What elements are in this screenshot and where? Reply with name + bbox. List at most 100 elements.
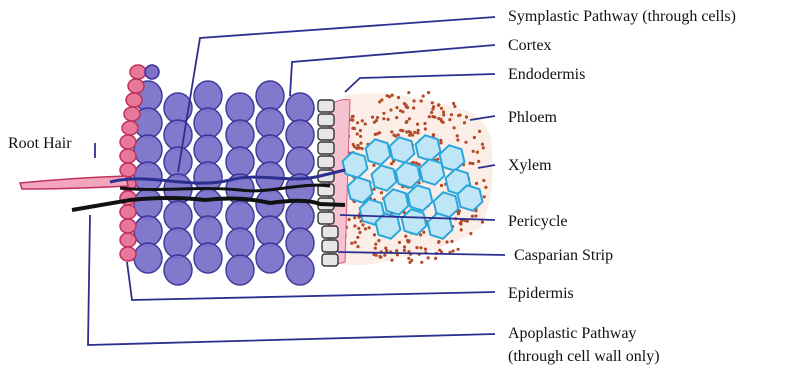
phloem-dot: [482, 179, 485, 182]
phloem-dot: [405, 105, 408, 108]
phloem-dot: [401, 110, 404, 113]
phloem-dot: [411, 134, 414, 137]
phloem-dot: [364, 227, 367, 230]
phloem-dot: [450, 113, 453, 116]
phloem-dot: [405, 121, 408, 124]
phloem-dot: [431, 108, 434, 111]
cortex-cell: [194, 108, 222, 138]
phloem-dot: [457, 248, 460, 251]
phloem-dot: [407, 130, 410, 133]
cortex-cell: [256, 108, 284, 138]
phloem-dot: [357, 227, 360, 230]
phloem-dot: [471, 162, 474, 165]
phloem-dot: [436, 158, 439, 161]
label-apoplastic-pathway: Apoplastic Pathway: [508, 325, 636, 342]
phloem-dot: [440, 107, 443, 110]
phloem-dot: [474, 214, 477, 217]
phloem-dot: [442, 113, 445, 116]
cortex-cell: [164, 120, 192, 150]
cortex-cell: [256, 135, 284, 165]
phloem-dot: [353, 127, 356, 130]
phloem-dot: [379, 256, 382, 259]
phloem-dot: [380, 98, 383, 101]
phloem-dot: [478, 130, 481, 133]
phloem-dot: [472, 150, 475, 153]
phloem-dot: [420, 261, 423, 264]
phloem-dot: [415, 162, 418, 165]
endodermis-cell: [318, 212, 334, 224]
cortex-cell: [286, 201, 314, 231]
label-endodermis: Endodermis: [508, 66, 585, 83]
phloem-dot: [371, 116, 374, 119]
phloem-dot: [372, 188, 375, 191]
phloem-dot: [408, 134, 411, 137]
endodermis-cell: [322, 226, 338, 238]
cortex-cell: [256, 216, 284, 246]
phloem-dot: [375, 119, 378, 122]
endodermis-cell: [322, 254, 338, 266]
phloem-dot: [376, 116, 379, 119]
cortex-cell: [286, 147, 314, 177]
phloem-dot: [368, 226, 371, 229]
cortex-cell: [256, 81, 284, 111]
phloem-dot: [404, 235, 407, 238]
epidermis-cell: [120, 205, 136, 219]
phloem-dot: [428, 115, 431, 118]
phloem-dot: [456, 138, 459, 141]
phloem-dot: [442, 110, 445, 113]
cortex-cell: [134, 189, 162, 219]
endodermis-cell: [318, 128, 334, 140]
phloem-dot: [408, 117, 411, 120]
phloem-dot: [471, 215, 474, 218]
epidermis-cell: [120, 219, 136, 233]
phloem-dot: [351, 115, 354, 118]
epidermis-cell: [124, 107, 140, 121]
label-root-hair: Root Hair: [8, 135, 72, 152]
cortex-cell: [164, 147, 192, 177]
phloem-dot: [383, 254, 386, 257]
phloem-dot: [416, 123, 419, 126]
phloem-dot: [424, 127, 427, 130]
phloem-dot: [427, 91, 430, 94]
phloem-dot: [423, 122, 426, 125]
cortex-cell: [134, 216, 162, 246]
phloem-dot: [473, 136, 476, 139]
phloem-dot: [420, 99, 423, 102]
phloem-dot: [356, 121, 359, 124]
endodermis-cell: [318, 114, 334, 126]
phloem-dot: [403, 102, 406, 105]
phloem-dot: [431, 101, 434, 104]
phloem-dot: [356, 236, 359, 239]
phloem-dot: [415, 246, 418, 249]
endodermis-cell: [322, 240, 338, 252]
cortex-cell: [194, 81, 222, 111]
cortex-cell: [194, 189, 222, 219]
phloem-dot: [419, 246, 422, 249]
cortex-cell: [226, 201, 254, 231]
cortex-cell: [134, 162, 162, 192]
phloem-dot: [353, 216, 356, 219]
phloem-dot: [361, 223, 364, 226]
cortex-cell: [226, 93, 254, 123]
label-apoplastic-subtitle: (through cell wall only): [508, 348, 660, 365]
phloem-dot: [481, 143, 484, 146]
leader-endodermis: [345, 74, 495, 92]
cortex-cell: [286, 93, 314, 123]
phloem-dot: [460, 228, 463, 231]
phloem-dot: [465, 115, 468, 118]
phloem-dot: [395, 116, 398, 119]
cortex-cell: [226, 228, 254, 258]
phloem-dot: [356, 144, 359, 147]
phloem-dot: [359, 129, 362, 132]
epidermis-cell: [122, 121, 138, 135]
cortex-cell: [226, 147, 254, 177]
cortex-cell: [194, 135, 222, 165]
phloem-dot: [401, 129, 404, 132]
cortex-cell: [286, 120, 314, 150]
phloem-dot: [464, 141, 467, 144]
phloem-dot: [417, 129, 420, 132]
cortex-cell: [134, 135, 162, 165]
phloem-dot: [407, 257, 410, 260]
phloem-dot: [440, 184, 443, 187]
leader-cortex: [290, 45, 495, 96]
